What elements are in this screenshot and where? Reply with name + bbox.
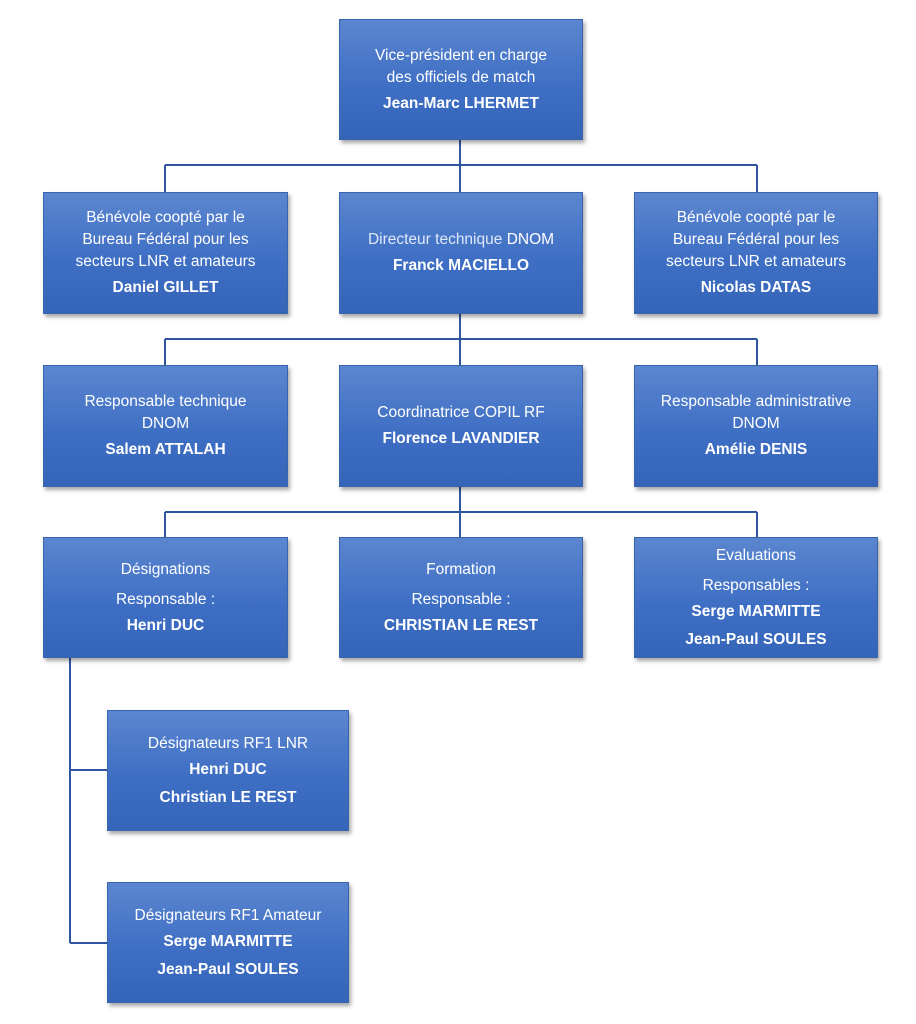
node-person-name: Amélie DENIS: [704, 441, 808, 458]
node-designateurs-amateur: Désignateurs RF1 Amateur Serge MARMITTE …: [107, 882, 349, 1003]
node-subtitle: Responsable :: [115, 590, 216, 608]
node-title: Désignateurs RF1 Amateur: [134, 906, 322, 924]
node-person-name: Nicolas DATAS: [700, 279, 812, 296]
node-person-name: Henri DUC: [126, 616, 205, 634]
node-title: des officiels de match: [386, 68, 536, 86]
node-person-name: CHRISTIAN LE REST: [383, 616, 539, 634]
node-title: Bénévole coopté par le: [676, 209, 836, 226]
node-evaluations: Evaluations Responsables : Serge MARMITT…: [634, 537, 878, 658]
node-title-part: DNOM: [506, 231, 555, 248]
node-person-name: Serge MARMITTE: [163, 932, 293, 950]
node-person-name: Serge MARMITTE: [691, 602, 821, 620]
node-person-name: Salem ATTALAH: [105, 441, 226, 458]
node-title: Responsable administrative: [660, 393, 852, 410]
node-person-name: Jean-Marc LHERMET: [383, 94, 539, 112]
node-title: Bureau Fédéral pour les: [672, 231, 840, 248]
node-person-name: Daniel GILLET: [112, 279, 219, 296]
node-title: Formation: [426, 560, 496, 578]
node-person-name: Florence LAVANDIER: [382, 430, 540, 447]
node-title: DNOM: [732, 415, 780, 432]
node-title: secteurs LNR et amateurs: [665, 253, 847, 270]
node-person-name: Henri DUC: [189, 760, 267, 778]
node-title: Désignateurs RF1 LNR: [147, 734, 309, 752]
node-title: Vice-président en charge: [374, 46, 548, 64]
node-person-name: Jean-Paul SOULES: [157, 960, 299, 978]
node-title: DNOM: [141, 415, 190, 432]
node-title: Directeur technique DNOM: [368, 229, 554, 251]
node-responsable-administrative: Responsable administrative DNOM Amélie D…: [634, 365, 878, 487]
node-title-part: Directeur technique: [367, 231, 503, 248]
node-title: Responsable technique: [84, 393, 247, 410]
node-title: Coordinatrice COPIL RF: [377, 404, 545, 421]
node-person-name: Christian LE REST: [159, 788, 297, 806]
node-directeur-technique: Directeur technique DNOM Franck MACIELLO: [339, 192, 583, 314]
node-coordinatrice-copil: Coordinatrice COPIL RF Florence LAVANDIE…: [339, 365, 583, 487]
node-benevole-left: Bénévole coopté par le Bureau Fédéral po…: [43, 192, 288, 314]
node-person-name: Franck MACIELLO: [392, 257, 530, 274]
node-benevole-right: Bénévole coopté par le Bureau Fédéral po…: [634, 192, 878, 314]
node-title: Désignations: [120, 560, 211, 578]
node-responsable-technique: Responsable technique DNOM Salem ATTALAH: [43, 365, 288, 487]
node-subtitle: Responsables :: [702, 576, 810, 594]
node-subtitle: Responsable :: [411, 590, 511, 608]
node-vice-president: Vice-président en charge des officiels d…: [339, 19, 583, 140]
node-title: secteurs LNR et amateurs: [75, 253, 256, 270]
node-title: Bureau Fédéral pour les: [82, 231, 249, 248]
node-formation: Formation Responsable : CHRISTIAN LE RES…: [339, 537, 583, 658]
node-designations: Désignations Responsable : Henri DUC: [43, 537, 288, 658]
node-person-name: Jean-Paul SOULES: [685, 630, 827, 648]
node-designateurs-lnr: Désignateurs RF1 LNR Henri DUC Christian…: [107, 710, 349, 831]
node-title: Evaluations: [715, 546, 797, 564]
node-title: Bénévole coopté par le: [86, 209, 245, 226]
